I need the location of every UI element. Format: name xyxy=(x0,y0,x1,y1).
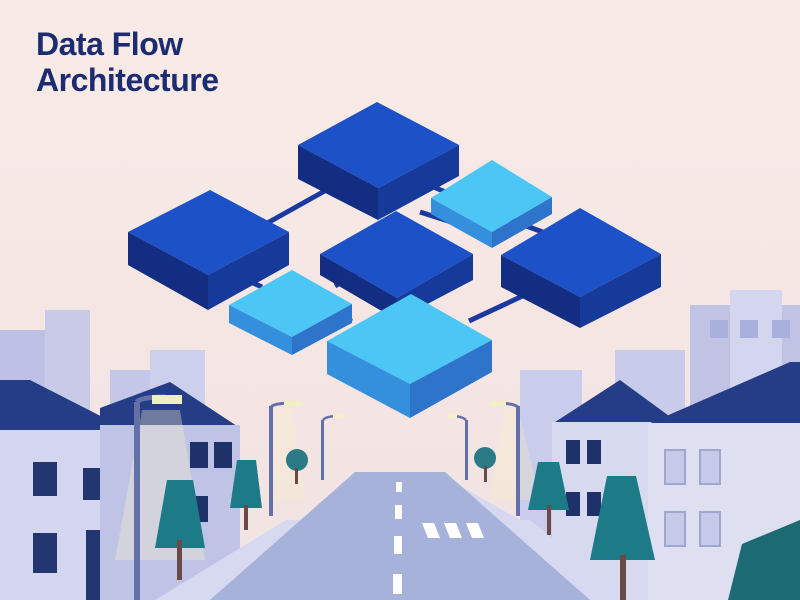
crosswalk-stripe xyxy=(466,523,484,538)
building-window xyxy=(710,320,728,338)
house-window xyxy=(566,492,580,516)
building-block-icon xyxy=(128,190,289,310)
house-window xyxy=(587,440,601,464)
house-window xyxy=(214,442,232,468)
tree-icon xyxy=(474,447,496,482)
building-block-icon xyxy=(298,102,459,220)
page-title: Data Flow Architecture xyxy=(36,26,219,98)
house-window xyxy=(33,462,57,496)
house-roof xyxy=(552,380,680,424)
building-block-icon xyxy=(229,270,352,355)
tree-icon xyxy=(728,520,800,600)
connector-line xyxy=(260,185,332,229)
building-block-icon xyxy=(327,294,492,418)
house-window xyxy=(587,492,601,516)
tree-icon xyxy=(286,449,308,484)
house-window xyxy=(566,440,580,464)
street-lamp-icon xyxy=(321,414,343,480)
crosswalk-stripe xyxy=(422,523,440,538)
lane-marker xyxy=(394,536,402,554)
house-window xyxy=(699,449,721,485)
building-block-icon xyxy=(431,160,552,248)
building-window xyxy=(740,320,758,338)
house-window xyxy=(699,511,721,547)
tree-icon xyxy=(155,480,205,580)
tree-icon xyxy=(528,462,569,535)
house-door xyxy=(86,530,104,600)
trees xyxy=(155,447,800,600)
street-lamp-icon xyxy=(490,401,540,516)
lane-marker xyxy=(395,505,402,519)
data-blocks xyxy=(128,102,661,418)
crosswalk-stripe xyxy=(444,523,462,538)
house-window xyxy=(190,442,208,468)
house-window xyxy=(664,449,686,485)
lane-marker xyxy=(396,482,402,492)
building-window xyxy=(772,320,790,338)
tree-icon xyxy=(230,460,262,530)
house-window xyxy=(33,533,57,573)
left-houses xyxy=(0,380,240,600)
title-line-2: Architecture xyxy=(36,62,219,98)
house-roof xyxy=(648,362,800,424)
lane-marker xyxy=(393,574,402,594)
street xyxy=(155,472,630,600)
building-block-icon xyxy=(501,208,661,328)
street-lamp-icon xyxy=(447,414,468,480)
house-roof xyxy=(0,380,132,432)
title-line-1: Data Flow xyxy=(36,26,183,62)
tree-icon xyxy=(590,476,655,600)
house-window xyxy=(664,511,686,547)
